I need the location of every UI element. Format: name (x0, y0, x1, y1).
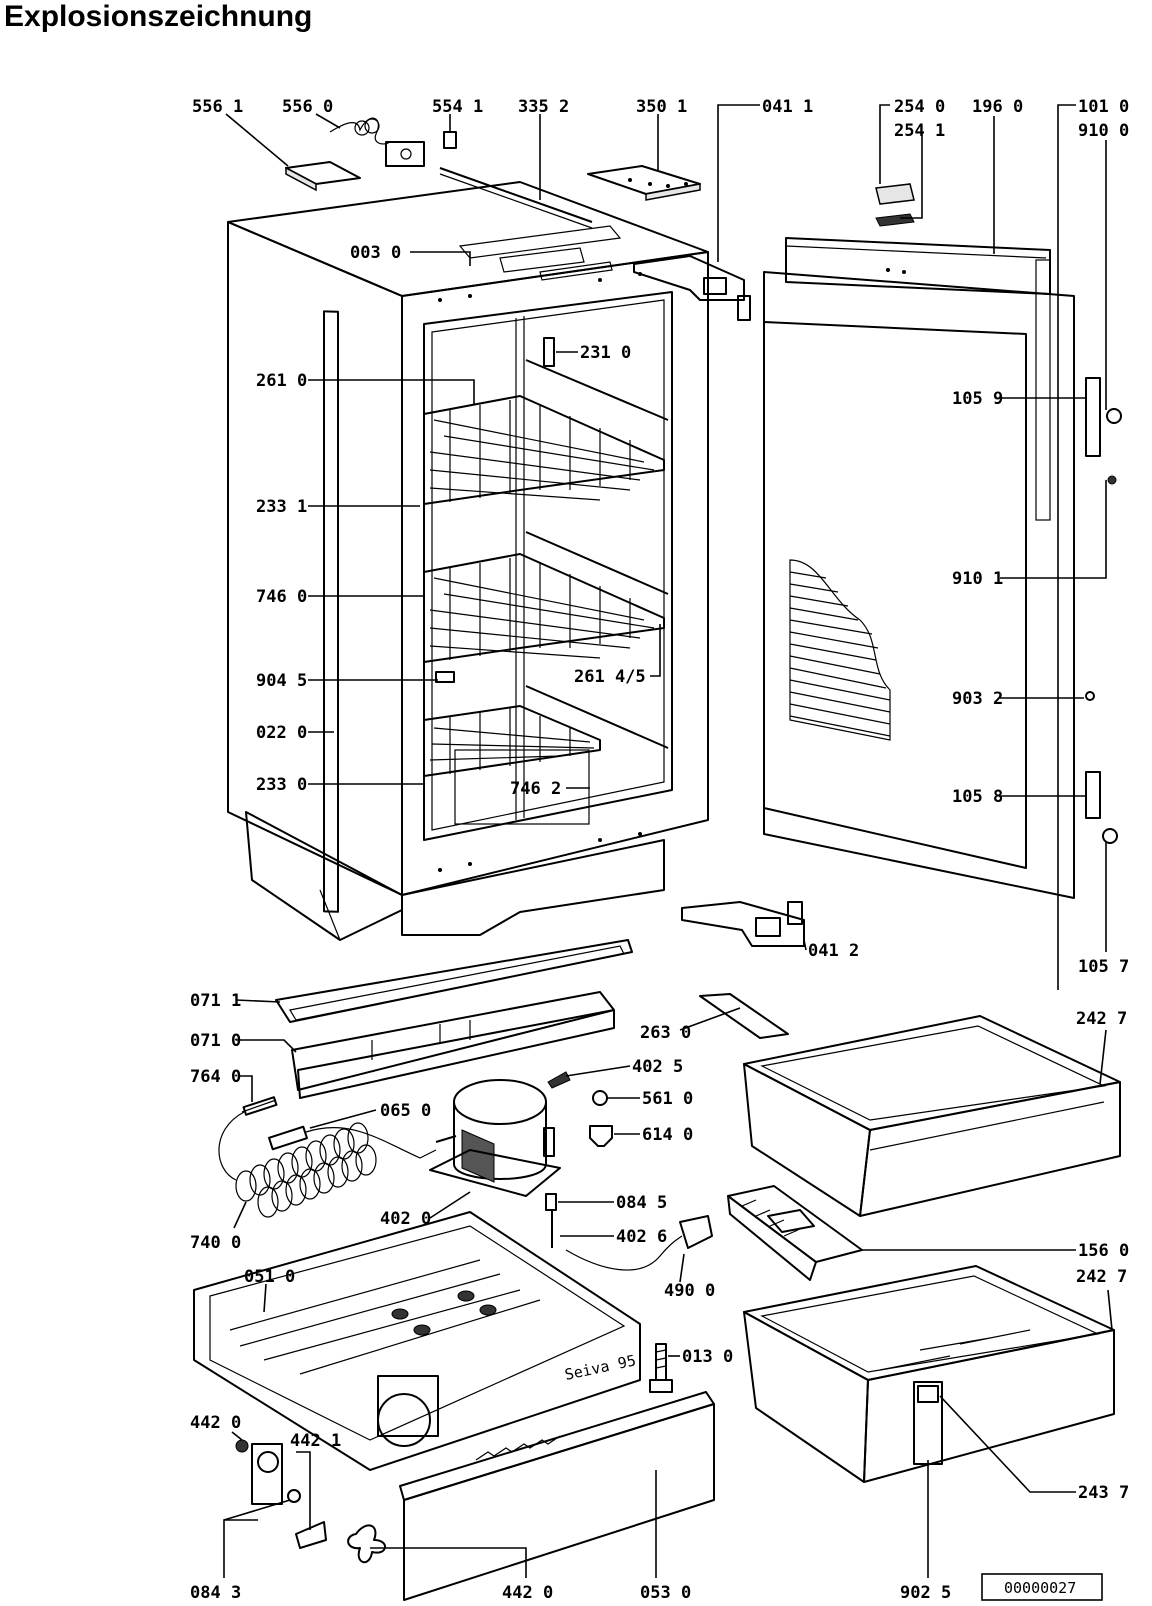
clip-554-1 (443, 131, 457, 149)
label-746-0: 746 0 (256, 587, 307, 607)
part-labels: 556 1 556 0 554 1 335 2 350 1 041 1 254 … (190, 97, 1129, 1603)
label-490-0: 490 0 (664, 1281, 715, 1301)
label-263-0: 263 0 (640, 1023, 691, 1043)
label-084-3: 084 3 (190, 1583, 241, 1603)
cover-053-0 (399, 1391, 715, 1601)
label-101-0: 101 0 (1078, 97, 1129, 117)
inner-rails (435, 337, 669, 749)
thermostat-cover-556-1 (285, 161, 361, 192)
label-261-0: 261 0 (256, 371, 307, 391)
label-105-9: 105 9 (952, 389, 1003, 409)
label-740-0: 740 0 (190, 1233, 241, 1253)
label-261-4-5: 261 4/5 (574, 667, 646, 687)
ice-tray-156-0 (727, 1185, 863, 1281)
label-231-0: 231 0 (580, 343, 631, 363)
label-041-1: 041 1 (762, 97, 813, 117)
label-910-0: 910 0 (1078, 121, 1129, 141)
rail-071-1 (275, 939, 633, 1023)
label-065-0: 065 0 (380, 1101, 431, 1121)
label-013-0: 013 0 (682, 1347, 733, 1367)
label-233-1: 233 1 (256, 497, 307, 517)
label-402-5: 402 5 (632, 1057, 683, 1077)
leader-lines (223, 104, 1113, 1578)
shelf-middle-746-0 (423, 553, 665, 663)
door-handle-254-0 (875, 183, 915, 205)
capillary-764-0 (218, 1096, 278, 1181)
label-903-2: 903 2 (952, 689, 1003, 709)
shelf-lower-233-0 (423, 705, 601, 825)
label-254-0: 254 0 (894, 97, 945, 117)
label-243-7: 243 7 (1078, 1483, 1129, 1503)
small-electrical-parts (545, 1071, 613, 1248)
label-022-0: 022 0 (256, 723, 307, 743)
label-402-0: 402 0 (380, 1209, 431, 1229)
power-cord-490-0 (565, 1215, 713, 1271)
label-242-7-lower: 242 7 (1076, 1267, 1127, 1287)
fan-motor-442 (235, 1439, 386, 1563)
cabinet-body (227, 181, 709, 941)
label-071-1: 071 1 (190, 991, 241, 1011)
label-105-8: 105 8 (952, 787, 1003, 807)
label-071-0: 071 0 (190, 1031, 241, 1051)
label-156-0: 156 0 (1078, 1241, 1129, 1261)
label-335-2: 335 2 (518, 97, 569, 117)
door-hinge-parts (1085, 377, 1122, 844)
hinge-top-041-1 (633, 255, 751, 321)
foot-013-0 (649, 1343, 673, 1393)
label-105-7: 105 7 (1078, 957, 1129, 977)
drawing-number: 00000027 (1004, 1579, 1076, 1597)
label-084-5: 084 5 (616, 1193, 667, 1213)
shelf-upper-261-0 (423, 395, 665, 505)
label-764-0: 764 0 (190, 1067, 241, 1087)
label-556-0: 556 0 (282, 97, 333, 117)
label-614-0: 614 0 (642, 1125, 693, 1145)
compressor-402-0 (429, 1079, 561, 1197)
label-904-5: 904 5 (256, 671, 307, 691)
label-051-0: 051 0 (244, 1267, 295, 1287)
label-561-0: 561 0 (642, 1089, 693, 1109)
label-556-1: 556 1 (192, 97, 243, 117)
label-442-0-bottom: 442 0 (502, 1583, 553, 1603)
label-746-2: 746 2 (510, 779, 561, 799)
door-assembly (763, 237, 1075, 899)
handle-cap-254-1 (875, 213, 915, 227)
stamp-text: Seiva 95 (563, 1351, 637, 1384)
label-003-0: 003 0 (350, 243, 401, 263)
drawer-upper-242-7 (743, 1015, 1121, 1217)
label-233-0: 233 0 (256, 775, 307, 795)
label-910-1: 910 1 (952, 569, 1003, 589)
label-442-0-left: 442 0 (190, 1413, 241, 1433)
condenser-coil-740-0 (235, 1122, 377, 1218)
control-panel-350-1 (587, 165, 701, 201)
label-242-7-upper: 242 7 (1076, 1009, 1127, 1029)
label-196-0: 196 0 (972, 97, 1023, 117)
strip-335-2 (439, 167, 593, 229)
base-tray-051-0 (193, 1211, 641, 1471)
thermostat-556-0 (329, 117, 425, 167)
label-902-5: 902 5 (900, 1583, 951, 1603)
label-053-0: 053 0 (640, 1583, 691, 1603)
bracket-263-0 (699, 993, 789, 1039)
label-554-1: 554 1 (432, 97, 483, 117)
drawing-number-box: 00000027 (981, 1573, 1103, 1601)
label-254-1: 254 1 (894, 121, 945, 141)
label-350-1: 350 1 (636, 97, 687, 117)
page-title: Explosionszeichnung (4, 0, 313, 33)
label-402-6: 402 6 (616, 1227, 667, 1247)
label-442-1: 442 1 (290, 1431, 341, 1451)
filter-065-0 (268, 1125, 437, 1159)
hinge-bottom-041-2 (681, 901, 805, 947)
drawer-lower-242-7 (743, 1265, 1115, 1483)
rail-071-0 (291, 991, 615, 1099)
label-041-2: 041 2 (808, 941, 859, 961)
